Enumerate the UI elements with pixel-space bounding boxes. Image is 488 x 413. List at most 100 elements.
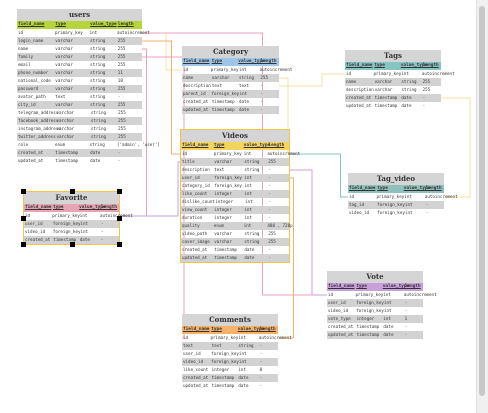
resize-handle[interactable] [69,189,75,194]
relation-line-videos-tag_video[interactable] [289,153,348,198]
table-cell: 255 [268,231,276,236]
resize-handle[interactable] [69,242,75,247]
resize-handle[interactable] [21,242,26,247]
resize-handle[interactable] [21,216,26,221]
relation-line-users-videos[interactable] [142,40,181,155]
relation-line-category-tags[interactable] [279,73,345,87]
table-cell: date [238,99,250,104]
resize-handle[interactable] [117,242,122,247]
table-cell: duration [182,215,203,220]
relation-line-users-category[interactable] [142,32,182,71]
vertical-scrollbar[interactable] [476,0,488,413]
resize-handle[interactable] [117,216,122,221]
relation-line-videos-favorite[interactable] [119,161,181,217]
resize-handle[interactable] [117,189,122,194]
table-cell: integer [214,215,232,220]
resize-handle[interactable] [21,189,26,194]
relation-line-category-videos[interactable] [279,77,289,155]
table-cell: created_at [183,375,209,380]
table-cell: varchar [374,79,393,84]
table-cell: varchar [214,239,232,244]
table-cell: varchar [214,159,232,164]
relation-line-tags-tag_video[interactable] [441,97,471,198]
relation-line-videos-comments[interactable] [278,177,294,339]
relation-line-videos-vote[interactable] [289,169,327,296]
table-cell: timestamp [55,158,78,163]
table-cell: - [260,99,263,104]
scrollbar-thumb[interactable] [479,6,485,396]
